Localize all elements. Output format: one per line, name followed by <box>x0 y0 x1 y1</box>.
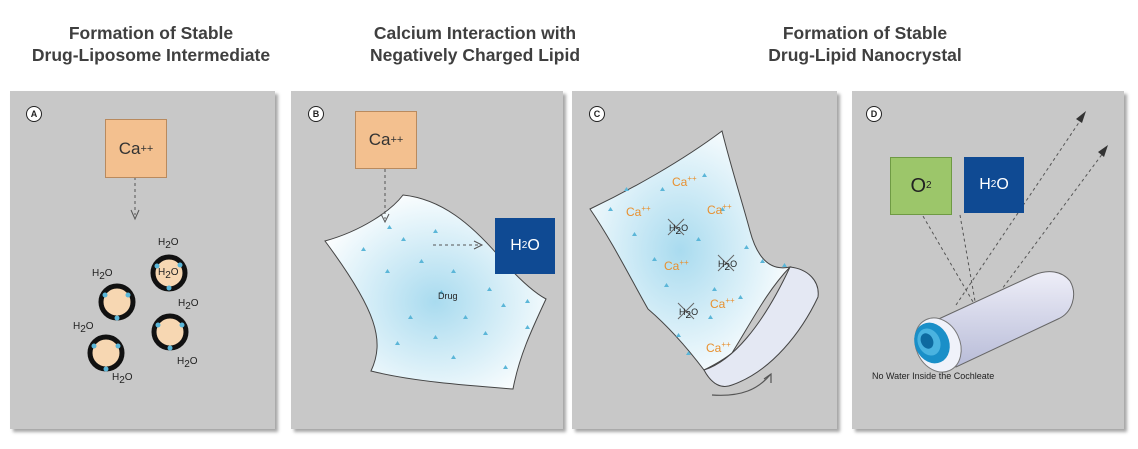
water-label: H2O <box>178 298 199 312</box>
water-label: H2O <box>73 321 94 335</box>
panel-c-letter: C <box>589 106 605 122</box>
drug-markers <box>608 173 787 355</box>
cochleate-core <box>920 333 934 349</box>
lipid-sheet <box>589 130 792 371</box>
heading-middle: Calcium Interaction with Negatively Char… <box>340 22 610 66</box>
calcium-base: Ca <box>118 138 141 158</box>
panel-b-drawing <box>324 163 547 390</box>
liposome <box>151 313 189 351</box>
panel-d-drawing <box>914 111 1108 373</box>
curl-arrow <box>711 374 771 396</box>
water-label: H2O <box>158 237 179 251</box>
heading-middle-line2: Negatively Charged Lipid <box>369 45 581 65</box>
heading-right: Formation of Stable Drug-Lipid Nanocryst… <box>740 22 990 66</box>
cross-marks <box>667 218 735 320</box>
drug-label: Drug <box>438 291 458 301</box>
water-label: H2O <box>177 356 198 370</box>
heading-left-line2: Drug-Liposome Intermediate <box>31 45 271 65</box>
panel-a: A Ca++ H2O H2O H2O H2O H2O H2O H2O <box>10 91 275 429</box>
panel-a-drawing <box>87 177 189 372</box>
heading-left-line1: Formation of Stable <box>68 23 234 43</box>
water-label: H2O <box>669 223 689 237</box>
calcium-label: Ca++ <box>707 202 732 218</box>
panel-a-letter: A <box>26 106 42 122</box>
curl-arrow-head <box>763 372 772 383</box>
arrow-head <box>473 240 484 250</box>
arrow-head <box>380 213 390 224</box>
panel-c: C Ca++ Ca++ Ca++ Ca++ Ca++ Ca++ H2O H2O … <box>572 91 837 429</box>
liposome <box>87 334 125 372</box>
water-label: H2O <box>718 259 738 273</box>
calcium-label: Ca++ <box>710 296 735 312</box>
heading-right-line1: Formation of Stable <box>782 23 948 43</box>
water-label: H2O <box>92 268 113 282</box>
escape-line <box>995 148 1107 298</box>
calcium-label: Ca++ <box>626 204 651 220</box>
calcium-label: Ca++ <box>706 340 731 356</box>
drug-markers <box>361 225 530 369</box>
water-label: H2O <box>679 307 699 321</box>
diffusion-line <box>919 210 977 308</box>
calcium-label: Ca++ <box>672 174 697 190</box>
heading-right-line2: Drug-Lipid Nanocrystal <box>768 45 962 65</box>
water-label: H2O <box>158 267 179 281</box>
panel-c-drawing <box>589 130 819 396</box>
calcium-box: Ca++ <box>355 111 417 169</box>
panel-b-letter: B <box>308 106 324 122</box>
calcium-label: Ca++ <box>664 258 689 274</box>
calcium-base: Ca <box>368 130 391 149</box>
rolled-edge <box>703 266 819 387</box>
water-label: H2O <box>112 372 133 386</box>
diffusion-line <box>959 214 977 308</box>
liposome <box>98 283 136 321</box>
liposome <box>150 254 188 292</box>
heading-middle-line1: Calcium Interaction with <box>373 23 577 43</box>
lipid-sheet <box>324 194 547 390</box>
cochleate-tube <box>929 271 1074 368</box>
arrow-head <box>130 209 140 221</box>
arrow-head <box>1098 145 1108 157</box>
calcium-box: Ca++ <box>105 119 167 178</box>
arrow-head <box>1076 111 1086 123</box>
heading-left: Formation of Stable Drug-Liposome Interm… <box>10 22 292 66</box>
cochleate-caption: No Water Inside the Cochleate <box>872 371 995 381</box>
panel-d-letter: D <box>866 106 882 122</box>
